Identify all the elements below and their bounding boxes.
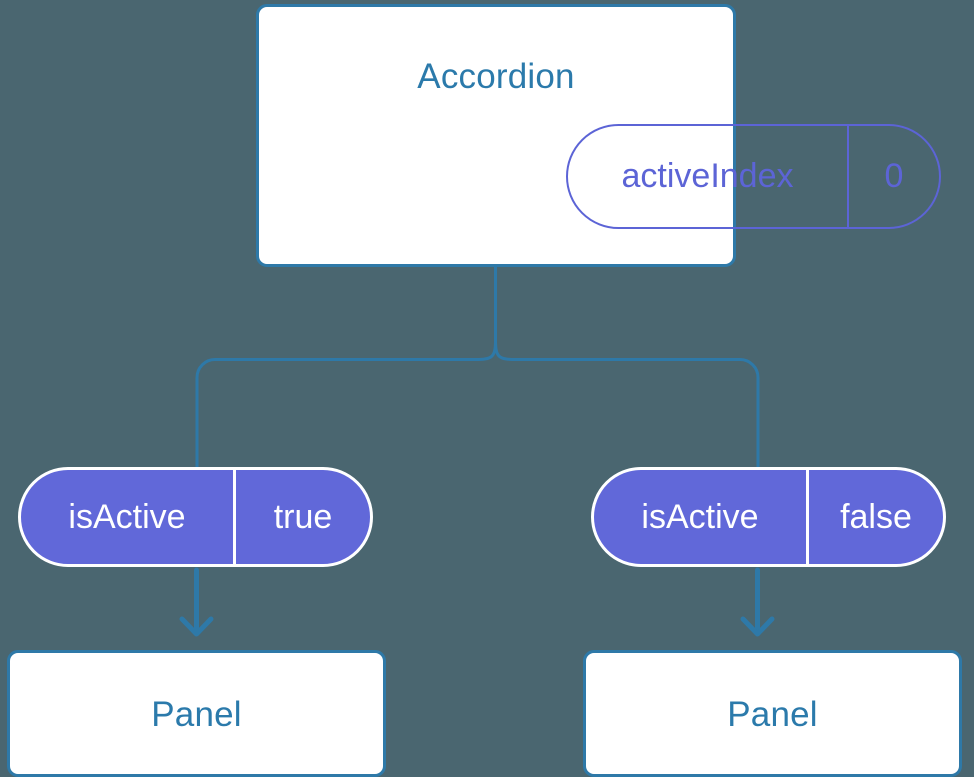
- accordion-component-card[interactable]: Accordion activeIndex 0: [256, 4, 941, 267]
- prop-pill-active-index[interactable]: activeIndex 0: [566, 124, 941, 229]
- prop-pill-active-index-key: activeIndex: [621, 157, 794, 195]
- arrow-right-head: [740, 616, 775, 637]
- panel-component-card-right[interactable]: Panel: [583, 650, 962, 777]
- panel-card-right-title: Panel: [727, 695, 818, 734]
- prop-pill-is-active-true-value: true: [233, 470, 370, 564]
- arrow-left-head: [179, 616, 214, 637]
- accordion-card-title: Accordion: [417, 57, 575, 96]
- connector-branch-left: [195, 340, 497, 470]
- prop-pill-is-active-true[interactable]: isActive true: [18, 467, 373, 567]
- prop-pill-is-active-false-key: isActive: [641, 497, 759, 536]
- connector-branch-right: [494, 340, 760, 470]
- prop-pill-is-active-true-key: isActive: [68, 497, 186, 536]
- prop-pill-active-index-value: 0: [847, 126, 939, 227]
- panel-card-left-title: Panel: [151, 695, 242, 734]
- prop-pill-is-active-false[interactable]: isActive false: [591, 467, 946, 567]
- prop-pill-is-active-false-value: false: [806, 470, 943, 564]
- arrow-left: [179, 567, 214, 637]
- arrow-right: [740, 567, 775, 637]
- panel-component-card-left[interactable]: Panel: [7, 650, 386, 777]
